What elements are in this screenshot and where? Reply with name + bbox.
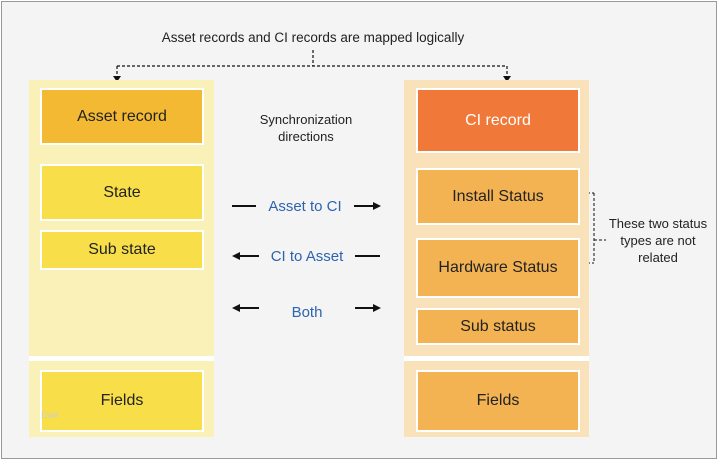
sync-heading: Synchronization directions bbox=[259, 112, 353, 144]
asset-to-ci-arrow bbox=[232, 202, 381, 210]
unrelated-note: These two status types are not related bbox=[608, 215, 708, 265]
arrow-to-ci-icon bbox=[503, 76, 511, 82]
arrow-to-asset-icon bbox=[113, 76, 121, 82]
install-status-box: Install Status bbox=[416, 168, 580, 225]
ci-fields-box: Fields bbox=[416, 370, 580, 432]
both-directions-arrow bbox=[232, 304, 381, 312]
mapping-title: Asset records and CI records are mapped … bbox=[161, 29, 465, 45]
sub-state-box: Sub state bbox=[40, 230, 204, 270]
ci-to-asset-label: CI to Asset bbox=[270, 247, 344, 265]
both-label: Both bbox=[291, 303, 323, 321]
state-box: State bbox=[40, 164, 204, 221]
column-divider bbox=[29, 356, 214, 361]
hardware-status-box: Hardware Status bbox=[416, 238, 580, 298]
mapping-bracket bbox=[116, 50, 508, 76]
asset-to-ci-label: Asset to CI bbox=[268, 197, 342, 215]
asset-record-box: Asset record bbox=[40, 88, 204, 145]
ci-to-asset-arrow bbox=[232, 252, 380, 260]
watermark: Ewe bbox=[41, 410, 59, 420]
sub-status-box: Sub status bbox=[416, 308, 580, 345]
ci-record-box: CI record bbox=[416, 88, 580, 153]
column-divider bbox=[404, 356, 589, 361]
asset-fields-box: Fields bbox=[40, 370, 204, 432]
